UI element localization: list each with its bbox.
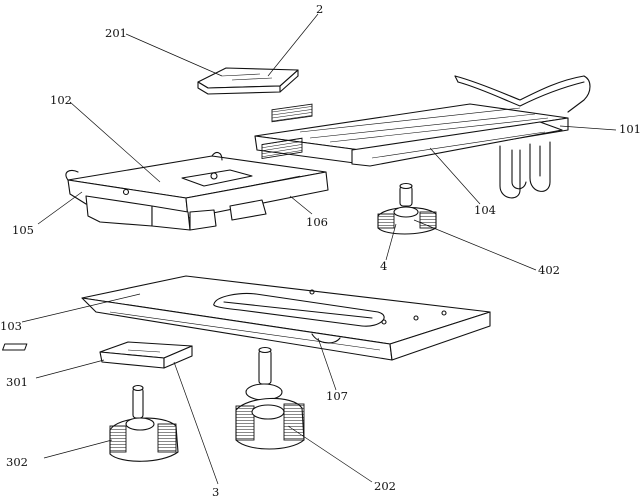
label-4: 4 — [380, 259, 387, 273]
part-101-rail — [254, 75, 591, 199]
label-301: 301 — [6, 375, 28, 389]
part-102-block — [65, 137, 329, 231]
label-104: 104 — [474, 203, 496, 217]
label-106: 106 — [306, 215, 328, 229]
part-4-knob — [377, 182, 437, 235]
part-3-block — [2, 341, 193, 369]
part-202-knob — [235, 346, 305, 450]
label-107: 107 — [326, 389, 348, 403]
label-202: 202 — [374, 479, 396, 493]
label-402: 402 — [538, 263, 560, 277]
part-302-knob — [109, 384, 179, 462]
label-201: 201 — [105, 26, 127, 40]
label-302: 302 — [6, 455, 28, 469]
label-105: 105 — [12, 223, 34, 237]
label-102: 102 — [50, 93, 72, 107]
label-3: 3 — [212, 485, 219, 499]
label-2: 2 — [316, 2, 323, 16]
part-2-block — [197, 67, 299, 95]
leader-lines — [21, 13, 617, 485]
part-103-plate — [81, 275, 491, 361]
label-101: 101 — [619, 122, 640, 136]
label-103: 103 — [0, 319, 22, 333]
